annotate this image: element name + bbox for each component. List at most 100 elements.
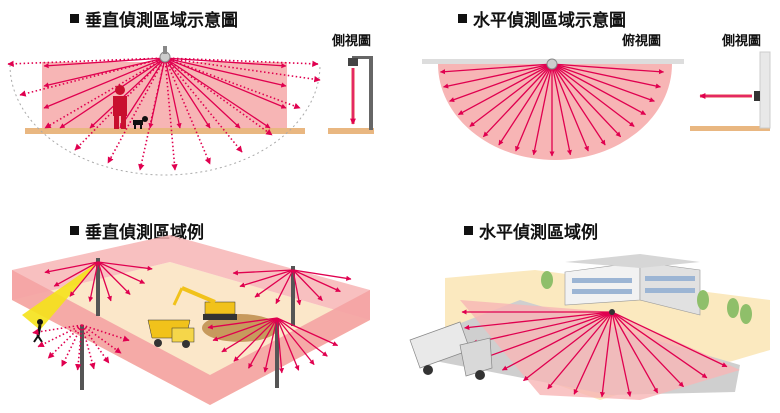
detection-ray <box>551 63 622 138</box>
detection-ray <box>276 317 328 357</box>
sensor-icon <box>546 58 558 70</box>
detection-ray <box>439 63 553 75</box>
sensor-icon <box>348 58 358 66</box>
horizontal-diagram-title: 水平偵測區域示意圖 <box>458 6 626 31</box>
detection-zone <box>438 64 672 160</box>
ground-strip <box>328 128 374 134</box>
detection-ray <box>551 63 606 146</box>
detection-ray <box>247 317 278 369</box>
sensor-poles <box>80 258 295 390</box>
detection-ray <box>547 311 613 390</box>
pole <box>275 318 279 388</box>
detection-ray <box>611 311 708 379</box>
detection-ray <box>292 269 323 301</box>
truck-icon <box>409 321 493 380</box>
detection-ray <box>138 57 166 171</box>
detection-ray <box>276 317 285 374</box>
truck-icon <box>147 319 195 348</box>
detection-ray <box>501 311 613 371</box>
vertical-side-view <box>328 56 374 134</box>
detection-ray <box>276 317 300 371</box>
detection-ray <box>164 57 211 129</box>
detection-ray <box>532 63 553 156</box>
detection-ray <box>292 269 302 306</box>
detection-ray <box>164 57 243 153</box>
horizontal-side-view-label: 側視圖 <box>722 34 762 49</box>
pole <box>96 258 100 316</box>
detection-ray <box>292 269 341 293</box>
zone-wall-front-right <box>210 290 370 405</box>
building-icon <box>564 254 701 316</box>
trees <box>541 271 752 324</box>
detection-ray <box>443 63 553 89</box>
beam-highlight <box>22 262 98 330</box>
pole-arm <box>352 56 372 59</box>
detection-ray <box>254 269 294 298</box>
detection-ray <box>464 311 613 330</box>
detection-ray <box>81 324 130 342</box>
detection-ray <box>551 63 572 156</box>
detection-ray <box>611 311 684 388</box>
vertical-diagram-title: 垂直偵測區域示意圖 <box>70 6 238 31</box>
detection-ray <box>69 261 99 297</box>
bullet-square-icon <box>70 226 79 235</box>
detection-ray <box>164 57 287 109</box>
horizontal-example <box>409 254 770 400</box>
detection-rays <box>32 261 352 374</box>
excavator-icon <box>172 286 237 320</box>
detection-ray <box>232 269 294 276</box>
detection-ray <box>276 317 339 347</box>
detection-ray <box>97 261 153 271</box>
detection-ray <box>164 57 319 67</box>
detection-ray <box>44 261 99 275</box>
detection-ray <box>43 57 166 109</box>
detection-ray <box>551 63 635 127</box>
detection-ray <box>551 63 589 152</box>
detection-ray <box>551 63 647 116</box>
horizontal-side-view <box>690 51 771 131</box>
detection-ray <box>164 57 241 129</box>
wall <box>759 51 771 129</box>
detection-ray <box>88 261 99 303</box>
detection-ray <box>276 317 315 366</box>
tree-icon <box>727 298 739 318</box>
detection-ray <box>551 63 665 75</box>
detection-ray <box>81 324 122 354</box>
detection-rays <box>461 309 728 398</box>
detection-ray <box>599 311 613 398</box>
horizontal-diagram <box>422 51 771 160</box>
detection-ray <box>37 324 83 348</box>
detection-ray <box>53 261 99 287</box>
vertical-example <box>12 235 370 405</box>
detection-ray <box>611 311 728 368</box>
detection-ray <box>471 311 613 345</box>
detection-ray <box>233 317 278 362</box>
person-icon <box>113 85 127 129</box>
bullet-square-icon <box>458 14 467 23</box>
detection-ray <box>59 57 166 129</box>
detection-ray <box>164 57 287 88</box>
detection-ray <box>44 57 166 129</box>
detection-ray <box>484 311 613 359</box>
pole <box>80 325 84 390</box>
detection-ray <box>212 317 278 342</box>
detection-ray <box>207 317 278 330</box>
sensor-icon <box>754 91 760 101</box>
detection-zone <box>42 62 287 132</box>
sensor-icon <box>609 309 615 315</box>
detection-ray <box>611 311 659 394</box>
detection-ray <box>523 311 613 382</box>
detection-ray <box>457 63 553 116</box>
pole <box>291 266 295 326</box>
horizontal-example-title: 水平偵測區域例 <box>464 218 598 243</box>
detection-ray <box>148 57 166 129</box>
detection-ray <box>515 63 553 152</box>
detection-ray <box>275 269 294 305</box>
detection-ray <box>469 63 553 127</box>
detection-ray <box>164 57 178 171</box>
detection-ray <box>97 261 146 284</box>
detection-ray <box>32 324 83 336</box>
vertical-diagram <box>7 46 374 176</box>
tree-icon <box>740 304 752 324</box>
